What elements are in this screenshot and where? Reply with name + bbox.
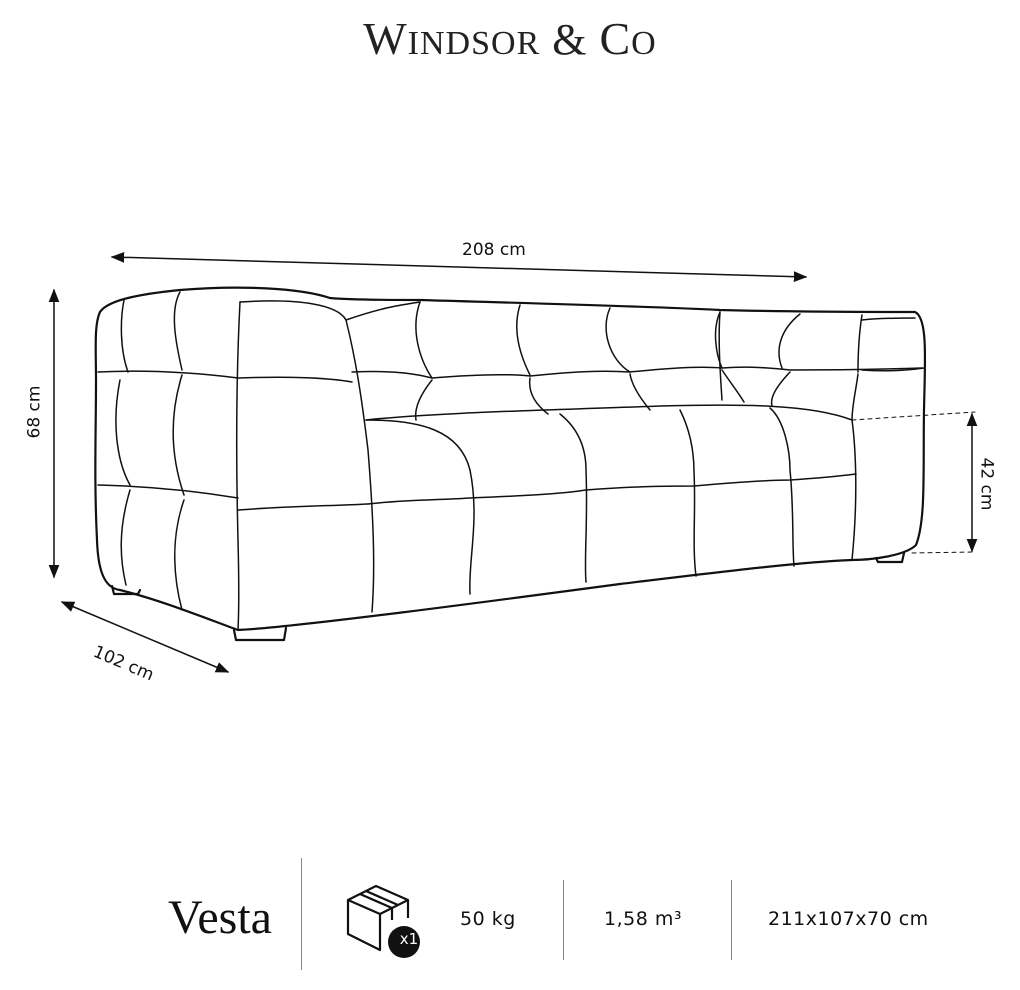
divider-2 xyxy=(563,880,564,960)
divider-3 xyxy=(731,880,732,960)
box-icon xyxy=(346,884,420,958)
divider-1 xyxy=(301,858,302,970)
package-count-badge: x1 xyxy=(399,930,419,948)
brand-initial-c: C xyxy=(599,13,632,64)
seat-height-guides xyxy=(851,411,976,554)
package-dimensions-value: 211x107x70 cm xyxy=(768,908,929,930)
brand-text-o: O xyxy=(631,25,657,62)
seat-height-label: 42 cm xyxy=(976,457,997,511)
sofa-outline xyxy=(94,286,927,642)
height-label: 68 cm xyxy=(24,385,45,439)
brand-initial-w: W xyxy=(363,13,408,64)
brand-ampersand: & xyxy=(552,15,588,64)
weight-value: 50 kg xyxy=(460,908,516,930)
width-label: 208 cm xyxy=(462,240,526,260)
product-name: Vesta xyxy=(168,891,272,944)
brand-text-windsor: INDSOR xyxy=(407,25,541,62)
volume-value: 1,58 m³ xyxy=(604,908,682,930)
width-dimension-arrow xyxy=(110,251,808,283)
brand-logo: WINDSOR & CO xyxy=(0,12,1020,65)
depth-dimension-arrow xyxy=(60,601,230,673)
